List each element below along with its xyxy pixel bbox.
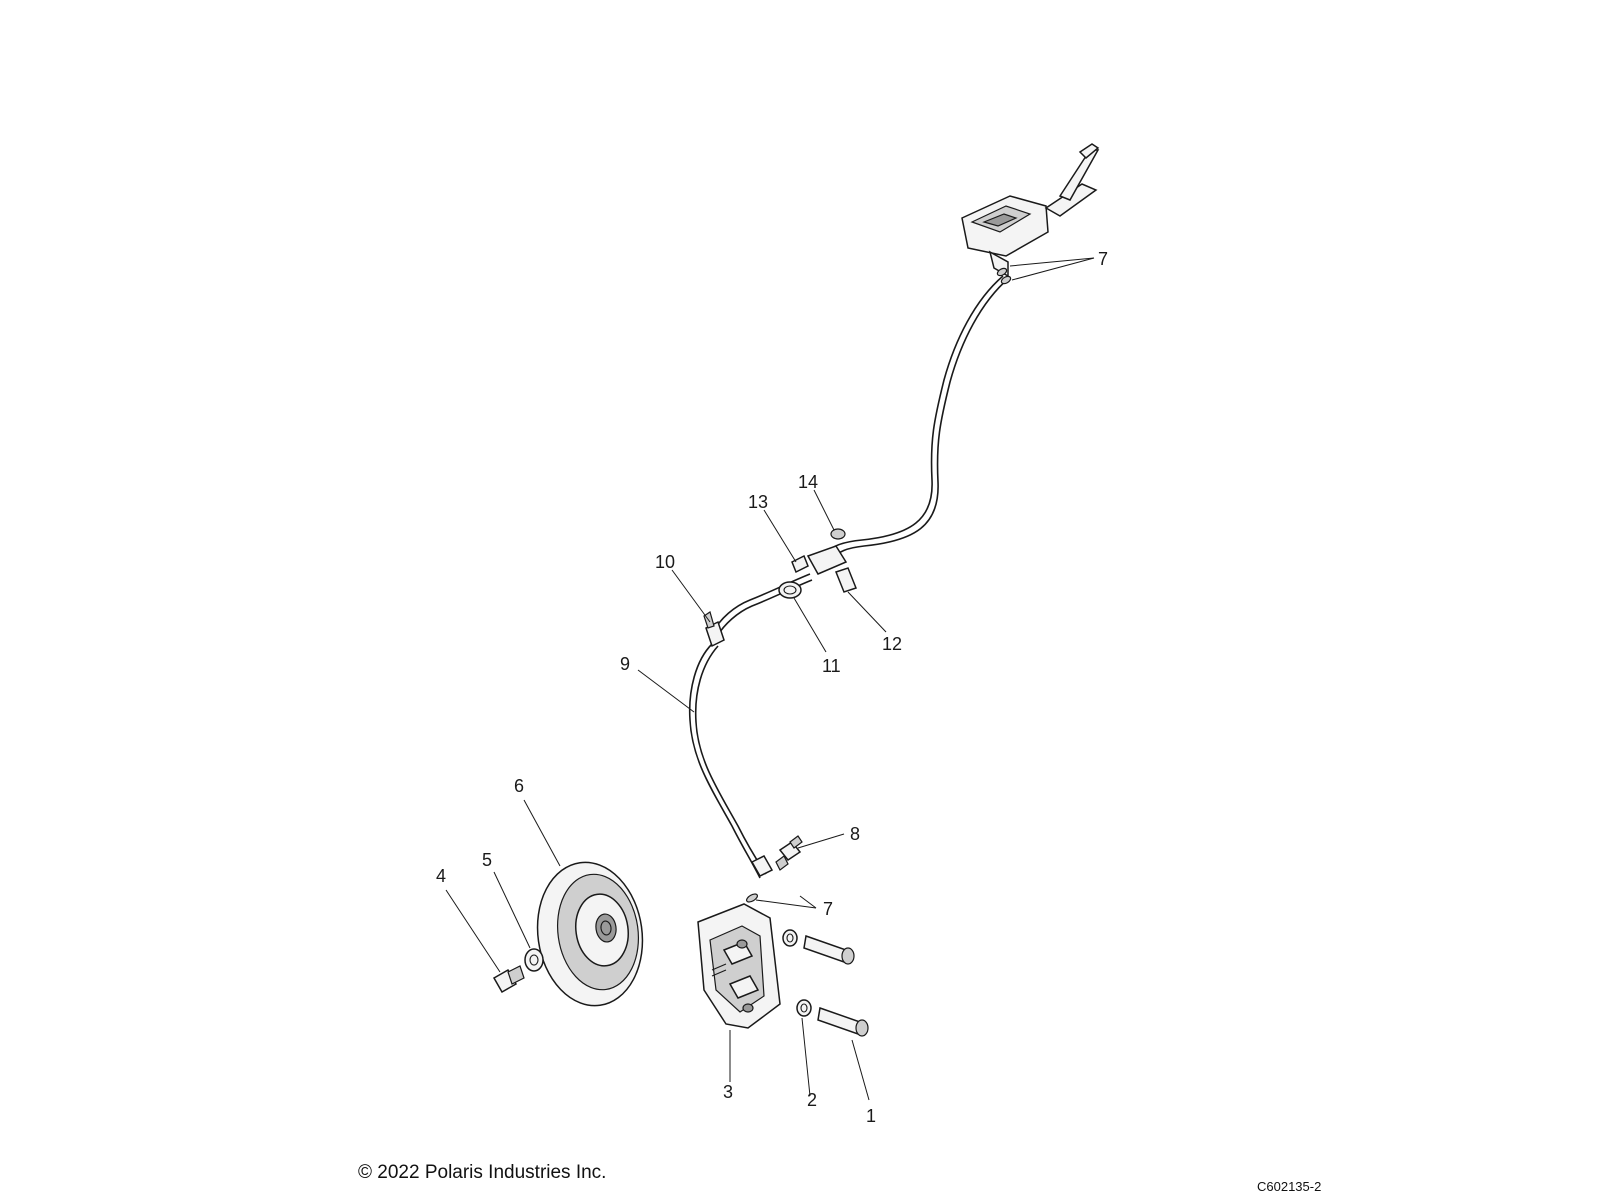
- callout-9: 9: [620, 654, 630, 674]
- brake-caliper: [697, 903, 781, 1029]
- callout-10: 10: [655, 552, 675, 572]
- copyright-notice: © 2022 Polaris Industries Inc.: [358, 1162, 607, 1183]
- figure-id: C602135-2: [1257, 1179, 1322, 1194]
- brake-line-lower: [688, 643, 761, 879]
- leader-lines: [445, 257, 1095, 1101]
- callout-6: 6: [514, 776, 524, 796]
- callout-4: 4: [436, 866, 446, 886]
- disc-bolt: [492, 965, 525, 994]
- caliper-bolts: [803, 934, 869, 1037]
- callout-7-top: 7: [1098, 249, 1108, 269]
- caliper-washers: [782, 929, 812, 1017]
- callout-5: 5: [482, 850, 492, 870]
- callout-labels: 1 2 3 4 5 6 7 7 8 9 10 11 12 13 14: [436, 249, 1108, 1126]
- callout-11: 11: [822, 656, 841, 676]
- callout-14: 14: [798, 472, 818, 492]
- callout-3: 3: [723, 1082, 733, 1102]
- brake-disc: [536, 861, 644, 1007]
- brake-line-lower-upper-segment: [711, 573, 811, 635]
- sealing-washers: [745, 267, 1012, 903]
- callout-8: 8: [850, 824, 860, 844]
- master-cylinder-assembly: [961, 143, 1100, 278]
- callout-7-bottom: 7: [823, 899, 833, 919]
- callout-13: 13: [748, 492, 768, 512]
- bleeder-valve: [775, 835, 803, 871]
- brake-line-clip: [778, 581, 802, 599]
- junction-block: [791, 528, 857, 593]
- brake-line-upper: [827, 275, 1004, 553]
- washer: [524, 948, 544, 972]
- callout-1: 1: [866, 1106, 876, 1126]
- callout-12: 12: [882, 634, 902, 654]
- callout-2: 2: [807, 1090, 817, 1110]
